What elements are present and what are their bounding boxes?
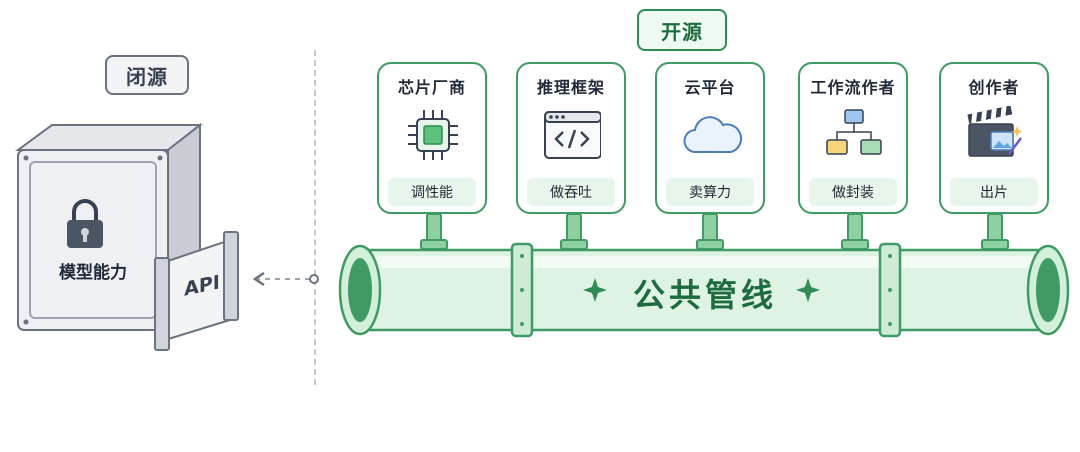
card-title: 工作流作者 <box>810 78 896 97</box>
api-gate <box>154 231 239 351</box>
card-title: 推理框架 <box>536 78 605 97</box>
pipe-connectors <box>420 213 1009 250</box>
sparkle-icon <box>796 278 820 302</box>
workflow-icon <box>826 109 882 155</box>
card-creator: 创作者 出片 <box>939 62 1049 214</box>
card-subtitle: 卖算力 <box>666 178 754 206</box>
card-subtitle: 调性能 <box>388 178 476 206</box>
card-subtitle: 做封装 <box>809 178 897 206</box>
code-window-icon <box>544 111 601 159</box>
card-title: 创作者 <box>968 78 1020 97</box>
card-title: 芯片厂商 <box>397 78 466 97</box>
pipeline-label: 公共管线 <box>632 276 777 314</box>
api-arrow-origin <box>309 274 319 284</box>
card-inference-framework: 推理框架 做吞吐 <box>516 62 626 214</box>
sparkle-icon <box>583 278 607 302</box>
card-chip-vendor: 芯片厂商 调性能 <box>377 62 487 214</box>
lock-icon <box>67 199 103 248</box>
card-cloud-platform: 云平台 卖算力 <box>655 62 765 214</box>
section-divider <box>314 50 316 385</box>
card-subtitle: 出片 <box>950 178 1038 206</box>
card-subtitle: 做吞吐 <box>527 178 615 206</box>
cloud-icon <box>683 116 743 154</box>
open-source-tag: 开源 <box>637 9 727 51</box>
closed-source-tag: 闭源 <box>105 55 189 95</box>
card-title: 云平台 <box>684 78 736 97</box>
clapperboard-icon <box>967 106 1023 157</box>
chip-icon <box>408 110 458 160</box>
closed-source-illustration <box>14 122 319 351</box>
card-workflow-author: 工作流作者 做封装 <box>798 62 908 214</box>
model-capability-label: 模型能力 <box>59 263 127 283</box>
